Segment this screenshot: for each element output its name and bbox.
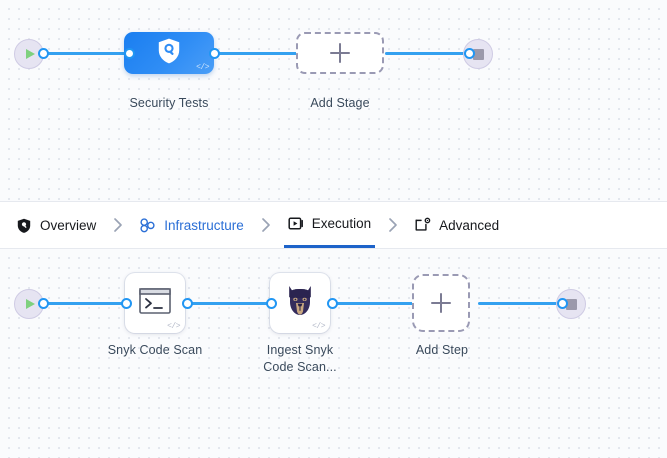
port-ingest-snyk-input[interactable] — [266, 298, 277, 309]
tab-overview[interactable]: Overview — [12, 202, 100, 248]
steps-flow-graph: </> Snyk Code Scan — [0, 249, 667, 458]
tab-execution-label: Execution — [311, 216, 372, 231]
port-ingest-snyk-output[interactable] — [327, 298, 338, 309]
stage-flow-graph: </> Security Tests Add Stage — [0, 0, 667, 201]
step-label-line-1: Ingest Snyk — [266, 343, 334, 357]
code-badge-icon: </> — [167, 322, 180, 331]
tab-advanced[interactable]: Advanced — [411, 202, 503, 248]
edge-snyk-code-scan-to-ingest — [188, 302, 273, 305]
chevron-right-icon — [375, 217, 411, 233]
pipeline-steps-canvas[interactable]: </> Snyk Code Scan — [0, 249, 667, 458]
terminal-icon — [139, 287, 171, 320]
code-badge-icon: </> — [196, 63, 209, 72]
plus-icon — [330, 43, 350, 63]
play-icon — [26, 49, 35, 59]
tab-infrastructure[interactable]: Infrastructure — [136, 202, 248, 248]
add-step-button[interactable] — [412, 274, 470, 332]
plus-icon — [431, 293, 451, 313]
step-label-snyk-code-scan: Snyk Code Scan — [107, 343, 203, 357]
play-box-icon — [288, 216, 304, 232]
shield-search-icon — [156, 37, 182, 70]
pipeline-stages-canvas[interactable]: </> Security Tests Add Stage — [0, 0, 667, 201]
tab-execution[interactable]: Execution — [283, 202, 376, 248]
tab-overview-label: Overview — [40, 217, 97, 233]
stage-node-security-tests[interactable]: </> — [124, 32, 214, 74]
port-snyk-code-scan-input[interactable] — [121, 298, 132, 309]
step-node-ingest-snyk-code-scan[interactable]: </> — [270, 273, 330, 333]
chevron-right-icon — [248, 217, 284, 233]
shield-icon — [16, 217, 32, 233]
stop-icon — [565, 298, 577, 310]
edge-security-tests-to-add-stage — [215, 52, 305, 55]
tab-infrastructure-label: Infrastructure — [164, 217, 244, 233]
play-icon — [26, 299, 35, 309]
step-node-snyk-code-scan[interactable]: </> — [125, 273, 185, 333]
port-snyk-code-scan-output[interactable] — [182, 298, 193, 309]
snyk-dog-icon — [286, 285, 314, 322]
stop-icon — [472, 48, 484, 60]
step-label-line-2: Code Scan... — [263, 360, 337, 374]
tab-advanced-label: Advanced — [439, 217, 500, 233]
page-gear-icon — [415, 217, 431, 233]
add-stage-label: Add Stage — [310, 96, 370, 110]
code-badge-icon: </> — [312, 322, 325, 331]
edge-start-to-snyk-code-scan — [42, 302, 127, 305]
edge-add-step-to-end — [478, 302, 563, 305]
edge-ingest-to-add-step — [333, 302, 415, 305]
port-steps-start-output[interactable] — [38, 298, 49, 309]
add-step-label: Add Step — [415, 343, 469, 357]
pipeline-section-tabs: Overview Infrastructure — [0, 201, 667, 249]
edge-start-to-security-tests — [42, 52, 130, 55]
port-end-input[interactable] — [464, 48, 475, 59]
port-start-output[interactable] — [38, 48, 49, 59]
infrastructure-nodes-icon — [140, 217, 156, 233]
port-security-tests-input[interactable] — [124, 48, 135, 59]
edge-add-stage-to-end — [385, 52, 470, 55]
port-steps-end-input[interactable] — [557, 298, 568, 309]
port-security-tests-output[interactable] — [209, 48, 220, 59]
chevron-right-icon — [100, 217, 136, 233]
stage-label-security-tests: Security Tests — [129, 96, 209, 110]
add-stage-button[interactable] — [296, 32, 384, 74]
step-label-ingest-snyk-code-scan: Ingest Snyk Code Scan... — [240, 342, 360, 376]
